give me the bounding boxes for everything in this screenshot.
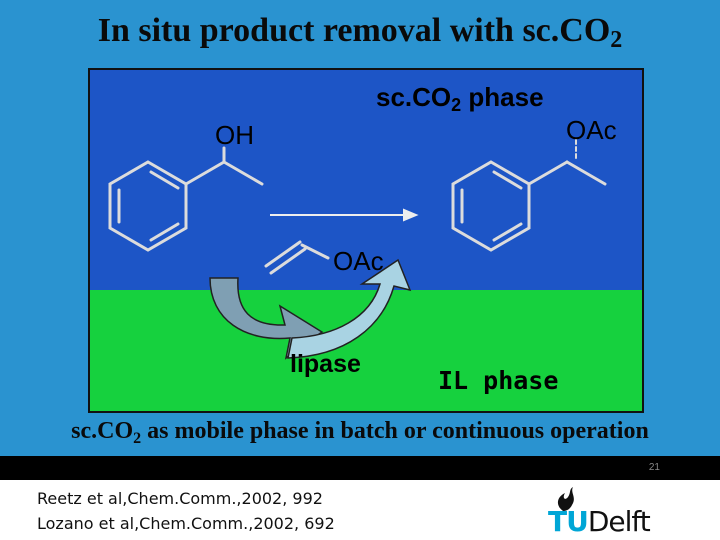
slide-title: In situ product removal with sc.CO2	[0, 12, 720, 54]
tu-delft-logo: TUDelft	[545, 485, 695, 538]
phenylethanol-structure	[108, 146, 264, 252]
slide-caption: sc.CO2 as mobile phase in batch or conti…	[71, 418, 649, 447]
product-transfer-arrow	[287, 258, 412, 359]
reference-item: Reetz et al,Chem.Comm.,2002, 992	[37, 489, 323, 508]
reaction-arrow	[270, 208, 419, 222]
hydroxyl-label: OH	[215, 120, 254, 150]
footer-bar: 21	[0, 456, 720, 480]
references: Reetz et al,Chem.Comm.,2002, 992 Lozano …	[37, 486, 335, 536]
phenylethyl-acetate-structure	[451, 139, 607, 252]
reference-item: Lozano et al,Chem.Comm.,2002, 692	[37, 514, 335, 533]
page-number: 21	[648, 462, 660, 473]
structure-drawing	[108, 139, 607, 360]
footer: Reetz et al,Chem.Comm.,2002, 992 Lozano …	[0, 480, 720, 540]
product-acetate-label: OAc	[566, 115, 617, 145]
slide-title-subscript: 2	[610, 27, 623, 53]
il-phase-label: IL phase	[438, 366, 559, 395]
enzyme-label: lipase	[290, 350, 361, 378]
acyl-donor-label: OAc	[333, 246, 384, 276]
vinyl-acetate-structure	[264, 240, 330, 275]
sc-co2-phase-label: sc.CO2 phase	[376, 82, 544, 115]
flame-icon	[557, 487, 574, 511]
slide-title-main: In situ product removal with sc.CO	[97, 12, 611, 49]
logo-wordmark: TUDelft	[548, 505, 651, 538]
reaction-diagram: sc.CO2 phase OH OAc OAc lipase IL phase	[88, 68, 644, 413]
